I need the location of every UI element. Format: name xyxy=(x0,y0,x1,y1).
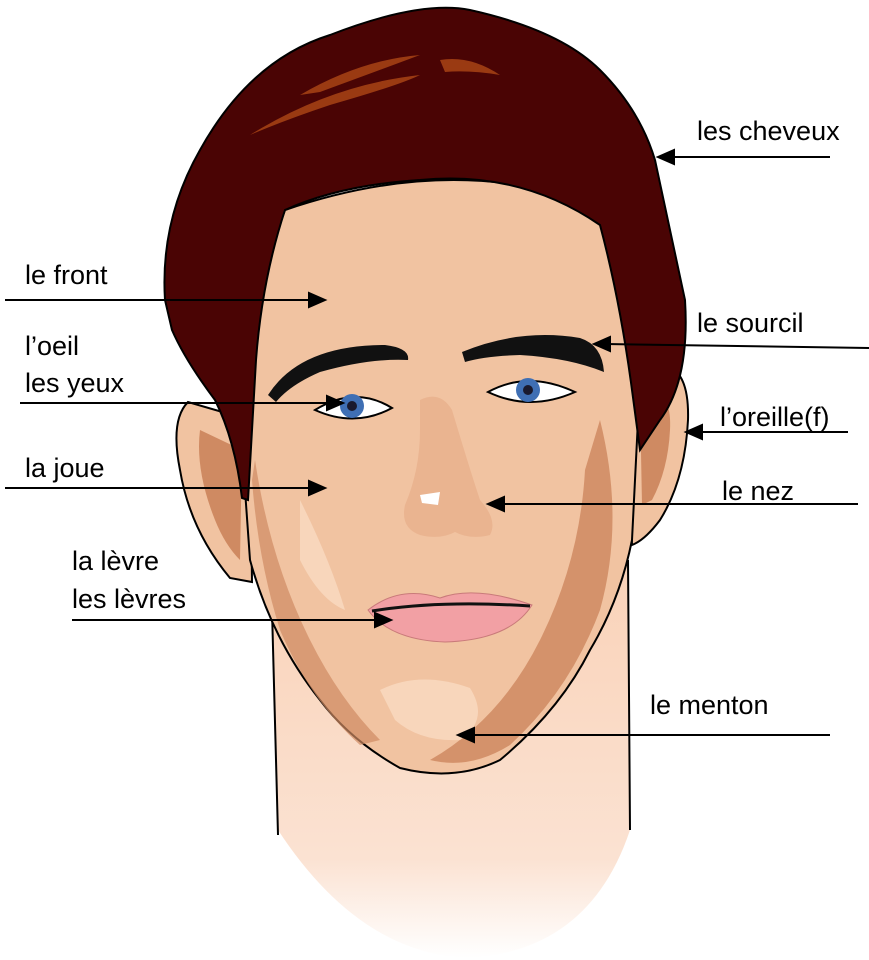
left-pupil xyxy=(347,401,357,411)
label-eye: l’oeil xyxy=(25,333,79,360)
label-eyebrow: le sourcil xyxy=(697,310,804,337)
label-cheek: la joue xyxy=(25,455,105,482)
label-lips: les lèvres xyxy=(72,586,186,613)
label-eyes: les yeux xyxy=(25,370,124,397)
label-forehead: le front xyxy=(25,262,108,289)
label-chin: le menton xyxy=(650,692,769,719)
label-ear: l’oreille(f) xyxy=(720,404,830,431)
label-nose: le nez xyxy=(722,478,794,505)
pointer-hair-arrow xyxy=(658,150,674,164)
label-hair: les cheveux xyxy=(697,118,840,145)
right-pupil xyxy=(523,385,533,395)
label-lip: la lèvre xyxy=(72,548,159,575)
